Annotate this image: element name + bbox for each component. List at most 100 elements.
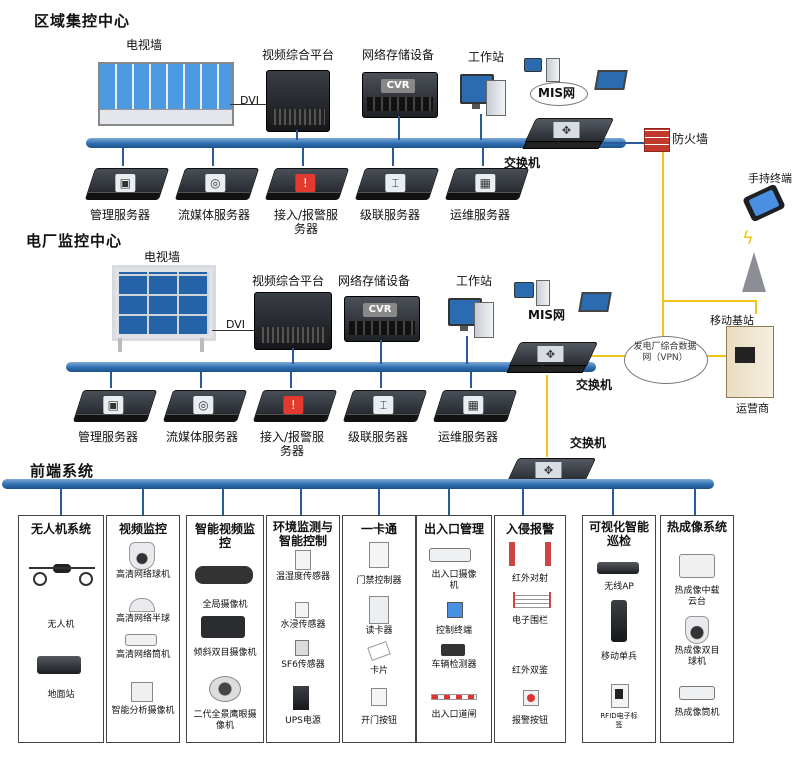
mid-server-label-4: 级联服务器 [348, 430, 409, 444]
group-video-item-3: 高清网络筒机 [115, 650, 170, 660]
ground-station-icon [37, 656, 81, 674]
base-station-label: 移动基站 [710, 314, 754, 327]
mid-drop-server-5 [470, 372, 472, 388]
group-video-item-2: 高清网络半球 [115, 614, 170, 624]
top-drop-platform [296, 130, 298, 140]
mid-stream-server: ◎ [162, 390, 248, 422]
group-environment-item-4: UPS电源 [285, 716, 321, 726]
top-server-label-2: 流媒体服务器 [178, 208, 251, 222]
front-switch-label: 交换机 [570, 436, 607, 450]
top-server-label-1: 管理服务器 [90, 208, 151, 222]
front-drop-9 [694, 489, 696, 515]
mobile-soldier-icon [611, 600, 627, 642]
mid-drop-server-3 [290, 372, 292, 388]
group-environment-title: 环境监测与智能控制 [272, 520, 333, 548]
front-drop-8 [612, 489, 614, 515]
group-video: 视频监控 高清网络球机 高清网络半球 高清网络筒机 智能分析摄像机 [106, 515, 180, 743]
group-environment-item-3: SF6传感器 [281, 660, 325, 670]
mid-mis-laptop-icon [578, 292, 612, 312]
group-access-card-item-2: 读卡器 [365, 626, 393, 636]
mid-mis-tower-icon [536, 280, 550, 306]
top-firewall-label: 防火墙 [672, 132, 709, 146]
top-switch-device: ✥ [522, 118, 615, 149]
mid-drop-server-4 [380, 372, 382, 388]
cascade-icon: ⌶ [385, 174, 406, 192]
mid-platform-device [254, 292, 332, 350]
mid-drop-server-2 [200, 372, 202, 388]
alarm-icon: ! [283, 396, 304, 414]
group-patrol-item-3: RFID电子标签 [600, 712, 638, 729]
group-intrusion-item-4: 报警按钮 [511, 716, 548, 726]
group-patrol-item-2: 移动单兵 [600, 652, 637, 662]
global-camera-icon [195, 566, 253, 584]
mid-cascade-server: ⌶ [342, 390, 428, 422]
front-drop-2 [142, 489, 144, 515]
top-storage-label: 网络存储设备 [362, 48, 435, 62]
front-drop-1 [60, 489, 62, 515]
front-drop-7 [522, 489, 524, 515]
mid-network-bus [66, 362, 596, 372]
mgmt-icon: ▣ [115, 174, 136, 192]
top-network-bus [86, 138, 626, 148]
group-thermal: 热成像系统 热成像中载云台 热成像双目球机 热成像筒机 [660, 515, 734, 743]
group-thermal-item-2: 热成像双目球机 [674, 646, 720, 667]
top-alarm-server: ! [264, 168, 350, 200]
group-smart-video: 智能视频监控 全局摄像机 倾斜双目摄像机 二代全景鹰眼摄像机 [186, 515, 264, 743]
group-smart-video-item-1: 全局摄像机 [202, 600, 248, 610]
dome-camera-icon [129, 542, 155, 570]
group-thermal-title: 热成像系统 [666, 520, 727, 534]
group-entrance-item-4: 出入口道闸 [431, 710, 477, 720]
link-firewall-vpn [662, 148, 664, 348]
vpn-label: 发电厂综合数据网（VPN） [633, 342, 697, 363]
mid-video-wall-label: 电视墙 [144, 250, 181, 264]
smart-camera-icon [131, 682, 153, 702]
top-mis-monitor-icon [524, 58, 542, 72]
group-access-card-title: 一卡通 [360, 522, 397, 536]
group-intrusion-title: 入侵报警 [505, 522, 554, 536]
infrared-beam-icon-2 [545, 542, 551, 566]
water-sensor-icon [295, 602, 309, 618]
group-access-card-item-1: 门禁控制器 [356, 576, 402, 586]
thermal-ptz-icon [679, 554, 715, 578]
entrance-camera-icon [429, 548, 471, 562]
group-uav-item-1: 无人机 [47, 620, 75, 630]
top-drop-workstation [480, 114, 482, 140]
regional-center-title: 区域集控中心 [34, 12, 131, 30]
group-entrance-item-1: 出入口摄像机 [431, 570, 477, 591]
top-switch-label: 交换机 [504, 156, 541, 170]
mid-drop-storage [380, 340, 382, 364]
mid-drop-platform [292, 348, 294, 364]
group-entrance-item-2: 控制终端 [435, 626, 472, 636]
group-patrol-item-1: 无线AP [604, 582, 634, 592]
mid-switch-label: 交换机 [576, 378, 613, 392]
link-switch-frontend [546, 375, 548, 457]
top-stream-server: ◎ [174, 168, 260, 200]
top-firewall-icon [644, 128, 670, 152]
group-access-card-item-4: 开门按钮 [360, 716, 397, 726]
wireless-ap-icon [597, 562, 639, 574]
group-access-card: 一卡通 门禁控制器 读卡器 卡片 开门按钮 [342, 515, 416, 743]
group-smart-video-title: 智能视频监控 [194, 522, 255, 550]
group-video-item-1: 高清网络球机 [115, 570, 170, 580]
mid-workstation-tower-icon [474, 302, 494, 338]
top-mis-laptop-icon [594, 70, 628, 90]
link-station-vpn [662, 300, 756, 302]
top-switch-arrows-icon: ✥ [553, 122, 580, 138]
half-dome-icon [129, 598, 155, 612]
group-uav: 无人机系统 无人机 地面站 [18, 515, 104, 743]
film-icon: ◎ [205, 174, 226, 192]
drone-icon [29, 562, 95, 586]
thermal-dome-icon [685, 616, 709, 644]
group-intrusion-item-2: 电子围栏 [511, 616, 548, 626]
lightning-icon: ϟ [742, 228, 754, 249]
front-network-bus [2, 479, 714, 489]
top-mis-label: MIS网 [538, 86, 576, 100]
mid-video-wall [112, 265, 216, 341]
group-smart-video-item-2: 倾斜双目摄像机 [193, 648, 257, 658]
mid-ops-server: ▦ [432, 390, 518, 422]
group-smart-video-item-3: 二代全景鹰眼摄像机 [193, 710, 257, 731]
operator-server-icon [726, 326, 774, 398]
mid-server-label-1: 管理服务器 [78, 430, 139, 444]
vpn-cloud [624, 336, 708, 384]
link-station-vertical [755, 300, 757, 314]
